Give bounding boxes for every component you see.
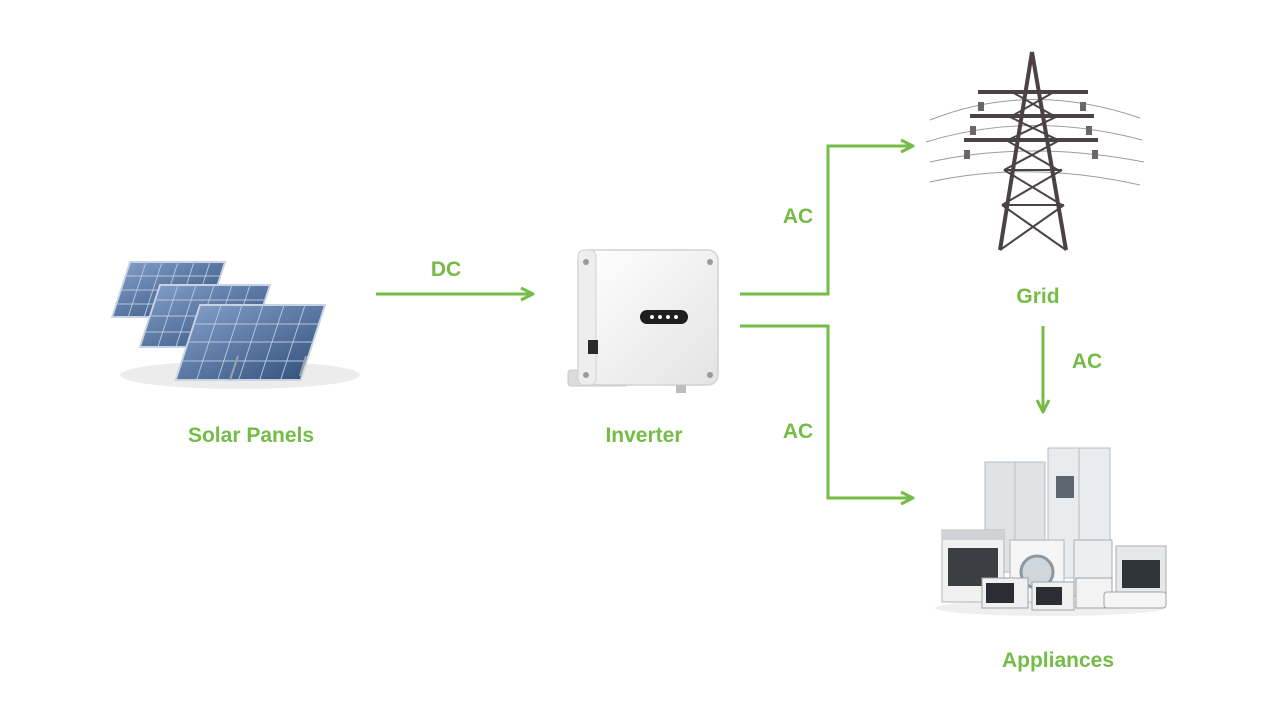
ac-to-appliances-arrow [740,324,913,498]
solar-panels-label: Solar Panels [188,424,314,447]
appliances-icon [935,447,1167,616]
ac-to-appliances-label: AC [783,420,813,443]
grid-label: Grid [1016,285,1059,308]
appliances-label: Appliances [1002,649,1114,672]
dc-label: DC [431,258,461,281]
ac-to-grid-arrow [740,146,913,296]
ac-to-grid-label: AC [783,205,813,228]
inverter-label: Inverter [605,424,682,447]
inverter-icon [567,249,719,393]
solar-panels-icon [110,261,360,389]
ac-grid-to-appliances-label: AC [1072,350,1102,373]
transmission-tower-icon [925,51,1145,251]
